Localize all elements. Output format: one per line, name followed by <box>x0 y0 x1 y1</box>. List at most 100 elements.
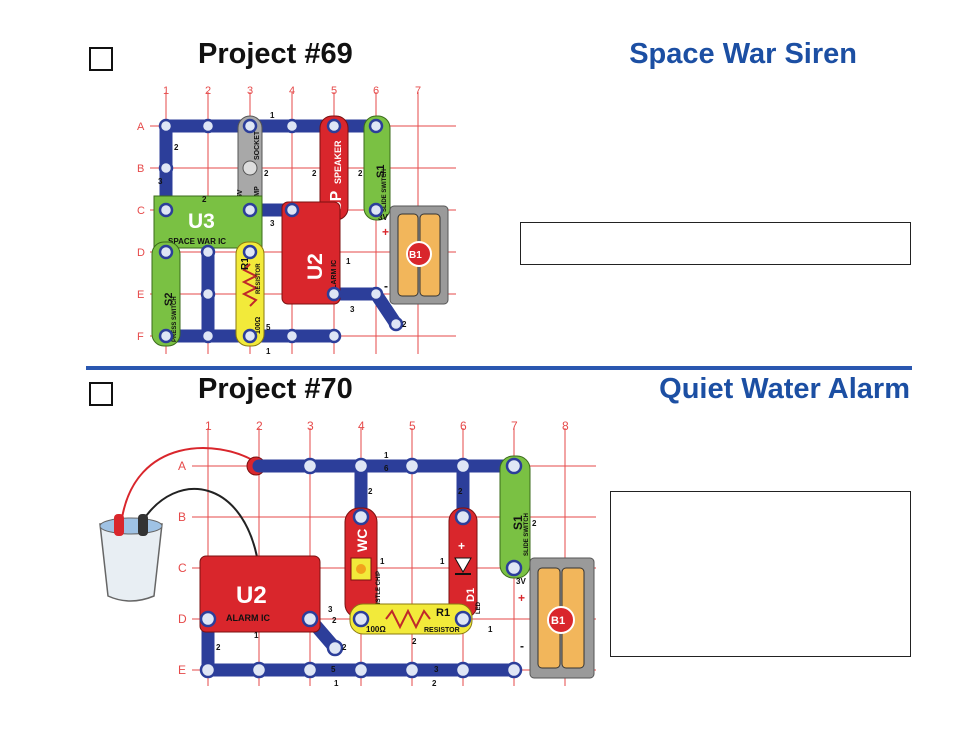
wire-label: 2 <box>368 487 373 496</box>
wire-label: 2 <box>358 169 363 178</box>
switch-label: SLIDE SWITCH <box>524 513 530 556</box>
row-label: F <box>137 331 144 343</box>
wire-label: 1 <box>270 111 275 120</box>
snap-connectors <box>158 118 404 344</box>
battery-minus: - <box>384 279 388 293</box>
wire-label: 1 <box>254 631 259 640</box>
resistor-value: 100Ω <box>255 316 262 334</box>
project-69-instructions-box <box>520 222 911 265</box>
u3-space-war-ic <box>153 195 263 249</box>
resistor-label: RESISTOR <box>424 627 460 634</box>
battery-label: B1 <box>409 250 422 261</box>
snap-connectors <box>199 457 523 679</box>
whistle-chip-label: WHISTLE CHIP <box>376 571 382 614</box>
project-70-name: Quiet Water Alarm <box>659 373 910 405</box>
wire-label: 1 <box>266 347 271 356</box>
wire-label: 3 <box>158 177 163 186</box>
resistor-zigzag-icon <box>385 608 431 630</box>
u2-label: U2 <box>304 253 327 280</box>
wire-label: 2 <box>412 637 417 646</box>
wire-label: 2 <box>432 679 437 688</box>
speaker-label: SPEAKER <box>333 140 343 184</box>
col-label: 2 <box>205 85 211 97</box>
black-probe-wire <box>141 488 260 569</box>
project-70-checkbox[interactable] <box>89 382 113 406</box>
wire-label: 1 <box>346 257 351 266</box>
wire-label: 1 <box>384 451 389 460</box>
wire-label: 2 <box>264 169 269 178</box>
alarm-ic-label: ALARM IC <box>331 260 338 294</box>
u2-alarm-ic <box>199 555 321 633</box>
battery-plus: + <box>518 591 525 605</box>
wire-label: 2 <box>312 169 317 178</box>
wire-label: 5 <box>266 323 271 332</box>
row-label: C <box>178 561 187 575</box>
battery-label: B1 <box>551 615 565 627</box>
col-label: 8 <box>562 419 569 433</box>
wire-label: 2 <box>342 643 347 652</box>
wire-label: 5 <box>331 665 336 674</box>
wire-label: 2 <box>216 643 221 652</box>
wc-code: WC <box>354 529 370 552</box>
switch-label: SLIDE SWITCH <box>382 169 388 212</box>
wire-label: 6 <box>384 464 389 473</box>
u2-label: U2 <box>236 582 267 609</box>
wire-label: 3 <box>270 219 275 228</box>
row-label: A <box>137 121 145 133</box>
row-label: C <box>137 205 145 217</box>
row-label: E <box>178 663 186 677</box>
col-label: 5 <box>409 419 416 433</box>
resistor-zigzag-icon <box>241 263 259 307</box>
resistor-value: 100Ω <box>366 625 386 634</box>
switch-code: S1 <box>375 165 387 178</box>
project-69-circuit-diagram: 1 2 3 4 5 6 7 A B C D E F LAMP SOCKET 2.… <box>137 85 456 356</box>
battery-badge <box>547 606 575 634</box>
space-war-ic-label: SPACE WAR IC <box>168 237 226 246</box>
wire-label: 2 <box>532 519 537 528</box>
row-label: A <box>178 459 186 473</box>
col-label: 7 <box>511 419 518 433</box>
col-label: 3 <box>307 419 314 433</box>
led-code: D1 <box>465 588 477 602</box>
wire-label: 1 <box>488 625 493 634</box>
battery-voltage: 3V <box>516 577 526 586</box>
wire-label: 1 <box>380 557 385 566</box>
section-divider <box>86 366 912 370</box>
whistle-chip-dot-icon <box>356 564 366 574</box>
col-label: 5 <box>331 85 337 97</box>
water-surface <box>99 517 163 535</box>
row-label: D <box>137 247 145 259</box>
col-label: 3 <box>247 85 253 97</box>
u2-alarm-ic <box>281 201 341 305</box>
row-label: D <box>178 612 187 626</box>
row-label: E <box>137 289 144 301</box>
col-label: 4 <box>358 419 365 433</box>
project-69-name: Space War Siren <box>629 38 857 70</box>
col-label: 1 <box>205 419 212 433</box>
wire-label: 2 <box>202 195 207 204</box>
project-69-checkbox[interactable] <box>89 47 113 71</box>
wire-label: 2 <box>332 616 337 625</box>
battery-voltage: 3V <box>378 213 388 222</box>
wire-label: 2 <box>458 487 463 496</box>
press-switch-label: PRESS SWITCH <box>172 296 178 342</box>
row-label: B <box>178 510 186 524</box>
resistor-code: R1 <box>240 257 251 270</box>
col-label: 6 <box>460 419 467 433</box>
wire-label: 1 <box>440 557 445 566</box>
switch-code: S1 <box>511 515 525 530</box>
resistor-code: R1 <box>436 607 450 619</box>
red-probe-wire <box>121 447 257 519</box>
alarm-ic-label: ALARM IC <box>226 613 270 623</box>
resistor-label: RESISTOR <box>256 263 262 294</box>
wire-label: 2 <box>174 143 179 152</box>
socket-label: SOCKET <box>254 130 261 160</box>
wire-label: 3 <box>350 305 355 314</box>
slide-switch <box>499 455 531 579</box>
project-70-instructions-box <box>610 491 911 657</box>
resistor <box>235 241 265 347</box>
wire-label: 3 <box>328 605 333 614</box>
col-label: 2 <box>256 419 263 433</box>
battery-badge <box>406 241 432 267</box>
battery-plus: + <box>382 225 389 239</box>
